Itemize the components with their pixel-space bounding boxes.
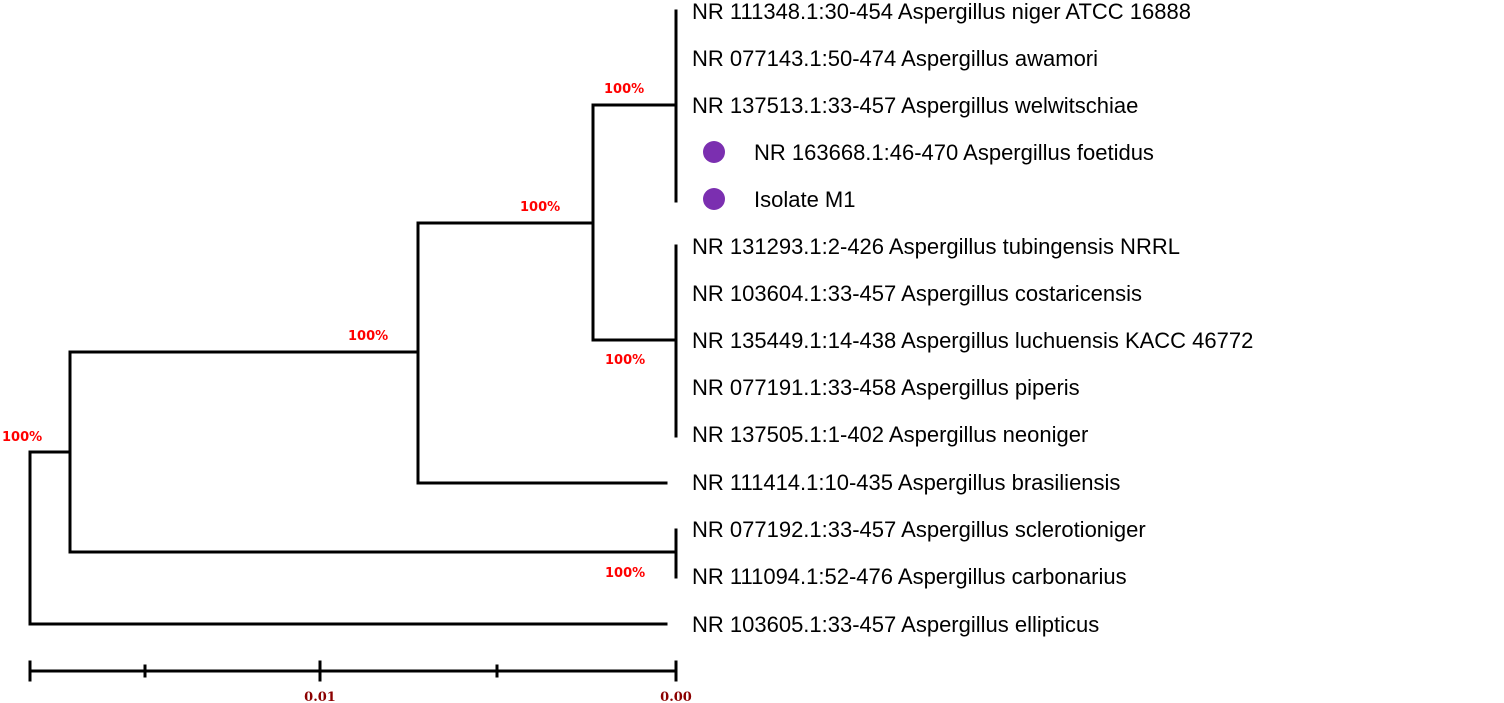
bootstrap-niger-clade: 100%	[604, 82, 644, 97]
taxon-label: Isolate M1	[754, 187, 856, 212]
branch-niger-clade	[591, 9, 678, 203]
taxon-label: NR 077192.1:33-457 Aspergillus sclerotio…	[692, 517, 1146, 542]
taxon-label: NR 137505.1:1-402 Aspergillus neoniger	[692, 422, 1088, 447]
scale-bar-label: 0.01	[304, 690, 336, 703]
taxon-label: NR 135449.1:14-438 Aspergillus luchuensi…	[692, 328, 1253, 353]
taxon-label: NR 111348.1:30-454 Aspergillus niger ATC…	[692, 0, 1191, 24]
taxon-label: NR 131293.1:2-426 Aspergillus tubingensi…	[692, 234, 1180, 259]
bootstrap-tubingensis-clade: 100%	[605, 353, 645, 368]
scale-bar: 0.01 0.00	[28, 660, 692, 703]
taxa-labels: NR 111348.1:30-454 Aspergillus niger ATC…	[692, 0, 1253, 637]
branch-brasiliensis	[68, 221, 668, 485]
branch-main-clade	[28, 350, 72, 554]
branch-tubingensis-clade	[591, 244, 678, 438]
taxon-label: NR 103604.1:33-457 Aspergillus costarice…	[692, 281, 1142, 306]
branch-inner-clade	[416, 103, 595, 342]
bootstrap-sclerotioniger-carbonarius-clade: 100%	[605, 566, 645, 581]
bootstrap-root: 100%	[2, 430, 42, 445]
bootstrap-inner-clade: 100%	[520, 200, 560, 215]
taxon-label: NR 137513.1:33-457 Aspergillus welwitsch…	[692, 93, 1138, 118]
taxon-label: NR 077191.1:33-458 Aspergillus piperis	[692, 375, 1080, 400]
taxon-label: NR 103605.1:33-457 Aspergillus ellipticu…	[692, 612, 1099, 637]
branch-sclerotioniger-carbonarius	[68, 528, 678, 579]
branch-root	[28, 450, 668, 626]
taxon-label: NR 077143.1:50-474 Aspergillus awamori	[692, 46, 1098, 71]
taxon-label: NR 111094.1:52-476 Aspergillus carbonari…	[692, 564, 1127, 589]
taxon-label: NR 111414.1:10-435 Aspergillus brasilien…	[692, 470, 1120, 495]
purple-circle-icon	[703, 141, 725, 163]
bootstrap-niger-brasiliensis-clade: 100%	[348, 329, 388, 344]
taxon-label: NR 163668.1:46-470 Aspergillus foetidus	[754, 140, 1154, 165]
scale-bar-label: 0.00	[660, 690, 692, 703]
purple-circle-icon	[703, 188, 725, 210]
bootstrap-labels: 100% 100% 100% 100% 100% 100%	[2, 82, 645, 581]
tree-branches	[28, 9, 678, 626]
